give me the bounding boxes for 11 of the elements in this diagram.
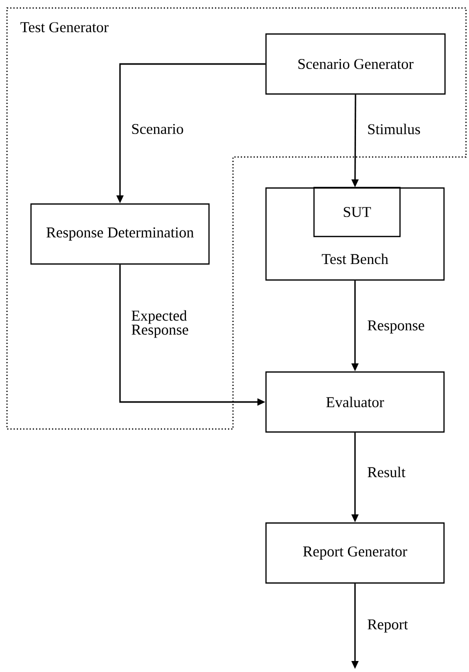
edge-label: Scenario [132,124,184,134]
process-box: Report Generator [265,522,445,584]
process-box: Response Determination [30,203,210,265]
edge-label: Expected Response [132,310,188,338]
edge-label: Stimulus [368,124,420,134]
process-box: Evaluator [265,371,445,433]
edge-label: Report [368,620,408,632]
edge-label: Response [368,320,424,334]
process-box: Scenario Generator [265,33,446,95]
process-box: SUT [313,186,401,238]
edge-label: Result [368,466,406,478]
